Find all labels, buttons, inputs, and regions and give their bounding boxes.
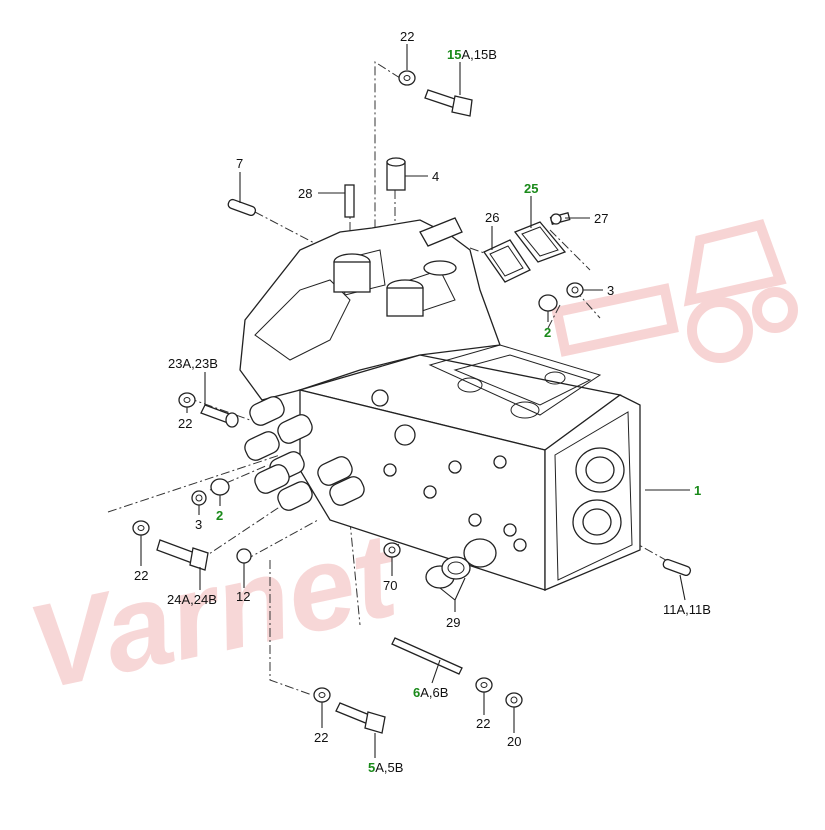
bolt-5a <box>335 702 386 734</box>
callout-3-top: 3 <box>607 283 614 298</box>
gasket-26 <box>483 239 531 283</box>
small-parts <box>132 70 692 734</box>
callout-15a-15b: 15A,15B <box>447 47 497 62</box>
callout-labels: 22 15A,15B 7 28 4 25 26 27 3 2 23A,23B 2… <box>134 29 711 775</box>
tractor-watermark-icon <box>551 219 798 363</box>
callout-12: 12 <box>236 589 250 604</box>
bush-2-top <box>538 294 558 312</box>
callout-6a-6b: 6A,6B <box>413 685 448 700</box>
nut-20 <box>505 692 523 708</box>
stud-6a <box>391 637 463 675</box>
callout-26: 26 <box>485 210 499 225</box>
cover-plate-25 <box>513 221 567 263</box>
nut-12 <box>236 548 252 564</box>
callout-22: 22 <box>400 29 414 44</box>
pin-7 <box>227 198 257 217</box>
bush-2-lower <box>210 478 230 496</box>
nut-3-top <box>566 282 584 298</box>
sleeve-4 <box>386 157 406 191</box>
callout-2-lower: 2 <box>216 508 223 523</box>
washer-22-lower-left <box>132 520 150 536</box>
leader-lines <box>140 44 690 758</box>
callout-11a-11b: 11A,11B <box>663 602 711 617</box>
stud-28 <box>344 184 355 218</box>
callout-3-lower: 3 <box>195 517 202 532</box>
nut-3-lower <box>191 490 207 506</box>
bolt-15a <box>424 89 473 117</box>
callout-28: 28 <box>298 186 312 201</box>
callout-25: 25 <box>524 181 538 196</box>
seal-29 <box>425 556 471 589</box>
callout-24a-24b: 24A,24B <box>167 592 217 607</box>
callout-5a-5b: 5A,5B <box>368 760 403 775</box>
callout-27: 27 <box>594 211 608 226</box>
callout-7: 7 <box>236 156 243 171</box>
callout-22-bottom-right: 22 <box>476 716 490 731</box>
housing-bores <box>244 396 365 511</box>
bolt-24a <box>156 539 209 571</box>
pin-11a <box>662 558 692 577</box>
callout-20: 20 <box>507 734 521 749</box>
callout-22-left: 22 <box>178 416 192 431</box>
bolt-23a <box>200 404 239 428</box>
callout-29: 29 <box>446 615 460 630</box>
washer-22-bottom-right <box>475 677 493 693</box>
callout-23a-23b: 23A,23B <box>168 356 218 371</box>
washer-22-bottom <box>313 687 331 703</box>
callout-22-bottom: 22 <box>314 730 328 745</box>
callout-1: 1 <box>694 483 701 498</box>
callout-70: 70 <box>383 578 397 593</box>
watermark-text: Varnet <box>18 507 412 716</box>
washer-22-top <box>398 70 416 86</box>
callout-4: 4 <box>432 169 439 184</box>
transmission-housing <box>239 217 641 591</box>
washer-22-left <box>178 392 196 408</box>
nut-70 <box>383 542 401 558</box>
callout-22-lower-left: 22 <box>134 568 148 583</box>
callout-2-top: 2 <box>544 325 551 340</box>
screw-27 <box>549 211 571 225</box>
